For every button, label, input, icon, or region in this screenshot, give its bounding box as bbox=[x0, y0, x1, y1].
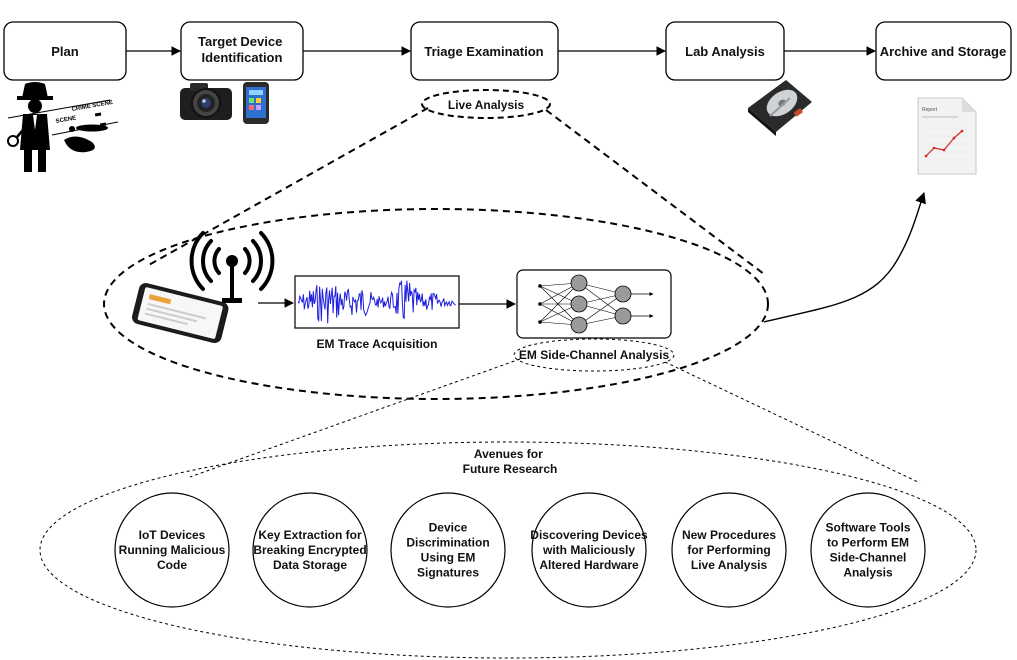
mobile-phone-icon bbox=[243, 82, 269, 124]
detective-crime-scene-icon: SCENE CRIME SCENE bbox=[7, 82, 119, 172]
stage-plan-label: Plan bbox=[51, 44, 79, 59]
camera-icon bbox=[180, 83, 232, 120]
zoom-line-live-right bbox=[545, 109, 765, 275]
neural-network-icon bbox=[516, 269, 672, 339]
stage-archive-and-storage: Archive and Storage bbox=[875, 21, 1012, 81]
live-analysis-label: Live Analysis bbox=[448, 98, 525, 112]
live-analysis-detail-ellipse bbox=[103, 208, 769, 400]
em-side-channel-label: EM Side-Channel Analysis bbox=[519, 348, 670, 362]
stage-triage-label: Triage Examination bbox=[424, 44, 543, 59]
future-research-ellipse bbox=[39, 441, 977, 659]
stage-target-label: Target Device Identification bbox=[198, 34, 286, 65]
em-side-channel-ellipse bbox=[513, 338, 675, 372]
zoom-line-em-left bbox=[189, 358, 521, 478]
svg-text:SCENE: SCENE bbox=[55, 115, 76, 124]
em-trace-acquisition-label: EM Trace Acquisition bbox=[317, 337, 438, 351]
zoom-line-live-left bbox=[146, 107, 429, 267]
stage-lab-label: Lab Analysis bbox=[685, 44, 765, 59]
future-research-title: Avenues for Future Research bbox=[463, 447, 558, 476]
stage-plan: Plan bbox=[3, 21, 127, 81]
em-trace-waveform bbox=[294, 275, 460, 329]
arrow-live-to-archive bbox=[763, 191, 926, 323]
svg-text:Report: Report bbox=[922, 107, 938, 113]
antenna-signal-icon bbox=[189, 231, 275, 303]
stage-triage-examination: Triage Examination bbox=[410, 21, 559, 81]
stage-lab-analysis: Lab Analysis bbox=[665, 21, 785, 81]
svg-text:CRIME SCENE: CRIME SCENE bbox=[71, 100, 113, 113]
zoom-line-em-right bbox=[664, 361, 921, 484]
smartphone-icon bbox=[132, 283, 229, 344]
hard-drive-icon bbox=[748, 80, 812, 136]
live-analysis-ellipse bbox=[421, 89, 551, 119]
report-document-icon: Report bbox=[917, 97, 977, 175]
stage-target-device-identification: Target Device Identification bbox=[180, 21, 304, 81]
stage-archive-label: Archive and Storage bbox=[880, 44, 1006, 59]
